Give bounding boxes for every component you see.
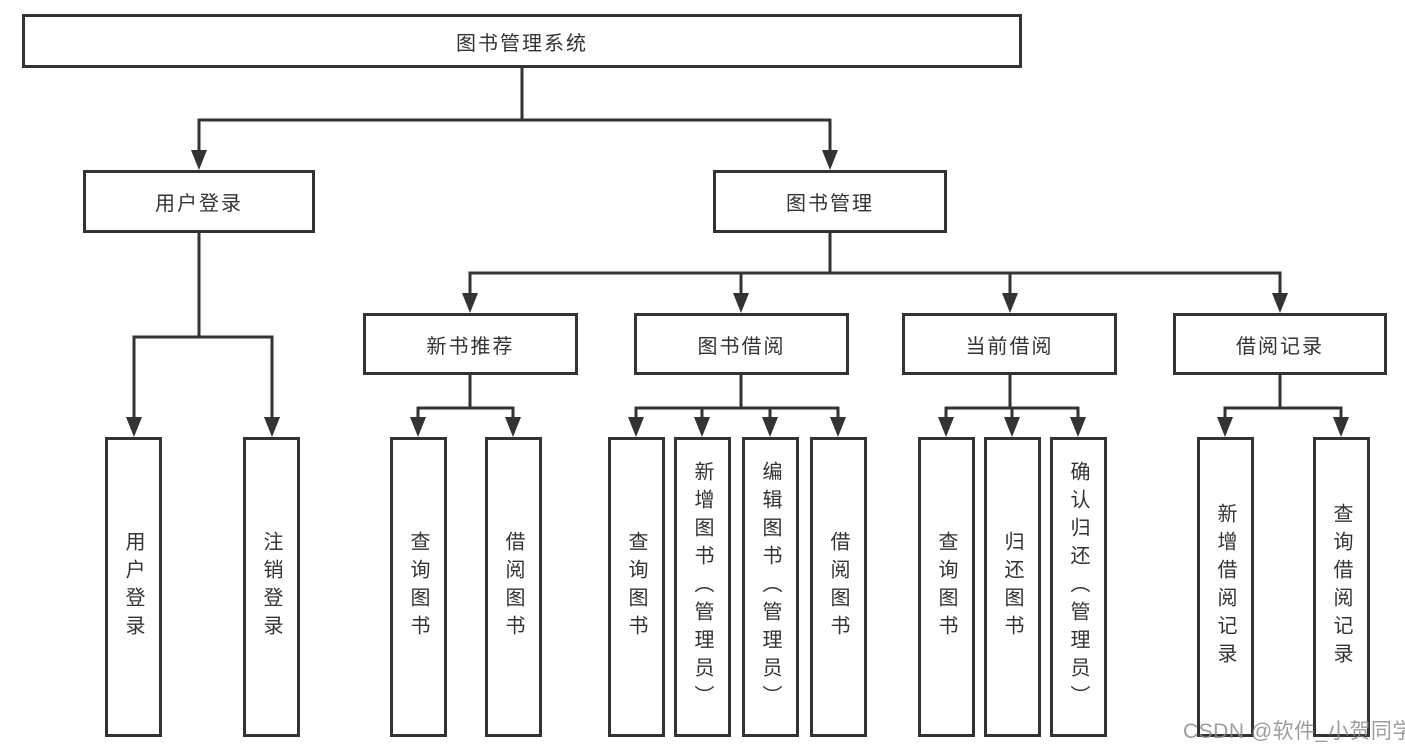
leaf-edit-book-admin: 编辑图书（管理员） [742, 437, 799, 737]
arrow-down-icon [462, 293, 478, 313]
node-new-book-recommendation: 新书推荐 [363, 313, 578, 375]
arrow-down-icon [1004, 417, 1020, 437]
leaf-logout: 注销登录 [243, 437, 300, 737]
leaf-query-books-recommend: 查询图书 [390, 437, 447, 737]
csdn-watermark: CSDN @软件_小贺同学 [1183, 720, 1405, 743]
connector-path [132, 66, 1343, 423]
arrow-down-icon [1002, 293, 1018, 313]
arrow-down-icon [628, 417, 644, 437]
arrow-down-icon [938, 417, 954, 437]
arrowheads [126, 150, 1349, 437]
leaf-borrow-books-recommend: 借阅图书 [485, 437, 542, 737]
node-library-management-system: 图书管理系统 [22, 14, 1022, 68]
arrow-down-icon [410, 417, 426, 437]
arrow-down-icon [264, 417, 280, 437]
arrow-down-icon [694, 417, 710, 437]
leaf-add-book-admin: 新增图书（管理员） [674, 437, 731, 737]
node-borrowing-records: 借阅记录 [1173, 313, 1387, 375]
node-user-login: 用户登录 [83, 170, 315, 233]
arrow-down-icon [1272, 293, 1288, 313]
arrow-down-icon [191, 150, 207, 170]
leaf-query-borrow-record: 查询借阅记录 [1313, 437, 1370, 737]
arrow-down-icon [1333, 417, 1349, 437]
node-current-borrowing: 当前借阅 [902, 313, 1117, 375]
arrow-down-icon [1217, 417, 1233, 437]
arrow-down-icon [1070, 417, 1086, 437]
leaf-return-book: 归还图书 [984, 437, 1041, 737]
arrow-down-icon [822, 150, 838, 170]
leaf-borrow-book: 借阅图书 [810, 437, 867, 737]
leaf-add-borrow-record: 新增借阅记录 [1197, 437, 1254, 737]
arrow-down-icon [762, 417, 778, 437]
leaf-query-books-current: 查询图书 [918, 437, 975, 737]
arrow-down-icon [505, 417, 521, 437]
arrow-down-icon [830, 417, 846, 437]
node-book-management: 图书管理 [713, 170, 947, 233]
arrow-down-icon [126, 417, 142, 437]
arrow-down-icon [733, 293, 749, 313]
node-book-borrowing: 图书借阅 [634, 313, 849, 375]
leaf-user-login: 用户登录 [105, 437, 162, 737]
leaf-confirm-return-admin: 确认归还（管理员） [1050, 437, 1107, 737]
leaf-query-books-borrow: 查询图书 [608, 437, 665, 737]
